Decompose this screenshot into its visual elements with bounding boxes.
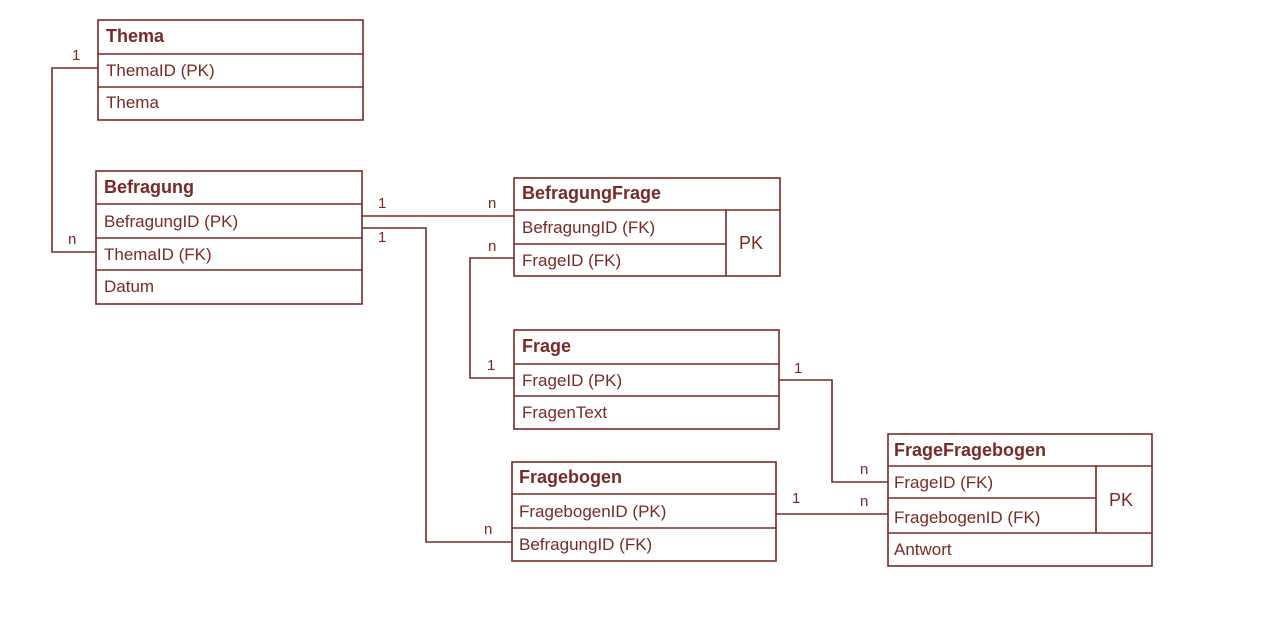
card-frage-befragungfrage-1: 1	[487, 357, 495, 374]
field-fragebogen-fragebogenid: FragebogenID (PK)	[519, 502, 666, 521]
field-befragung-befragungid: BefragungID (PK)	[104, 212, 238, 231]
entity-title-frage: Frage	[522, 336, 571, 356]
field-thema-themaid: ThemaID (PK)	[106, 61, 215, 80]
field-fragefragebogen-frageid: FrageID (FK)	[894, 473, 993, 492]
relation-frage-befragungfrage	[469, 257, 514, 379]
card-befragung-befragungfrage-n: n	[488, 195, 496, 212]
entity-title-fragefragebogen: FrageFragebogen	[894, 440, 1046, 460]
relations	[51, 67, 888, 543]
relation-thema-befragung	[51, 67, 98, 253]
composite-pk-label: PK	[739, 233, 763, 253]
composite-pk-label: PK	[1109, 490, 1133, 510]
field-frage-fragentext: FragenText	[522, 403, 607, 422]
entity-fragefragebogen: FrageFragebogen FrageID (FK) FragebogenI…	[887, 433, 1153, 567]
field-thema-thema: Thema	[106, 93, 159, 112]
field-frage-frageid: FrageID (PK)	[522, 371, 622, 390]
entity-title-befragungfrage: BefragungFrage	[522, 183, 661, 203]
field-befragung-themaid: ThemaID (FK)	[104, 245, 212, 264]
card-frage-fragefragebogen-n: n	[860, 461, 868, 478]
card-befragung-fragebogen-1: 1	[378, 229, 386, 246]
card-fragebogen-fragefragebogen-n: n	[860, 493, 868, 510]
card-thema-befragung-n: n	[68, 231, 76, 248]
relation-befragung-fragebogen	[362, 227, 512, 543]
entity-befragungfrage: BefragungFrage BefragungID (FK) FrageID …	[513, 177, 781, 277]
field-fragefragebogen-fragebogenid: FragebogenID (FK)	[894, 508, 1040, 527]
field-befragungfrage-befragungid: BefragungID (FK)	[522, 218, 655, 237]
card-befragung-befragungfrage-1: 1	[378, 195, 386, 212]
entity-fragebogen: Fragebogen FragebogenID (PK) BefragungID…	[511, 461, 777, 562]
card-thema-befragung-1: 1	[72, 47, 80, 64]
field-befragungfrage-frageid: FrageID (FK)	[522, 251, 621, 270]
cardinalities: 1 n 1 n 1 n 1 n 1 n 1 n	[68, 47, 868, 538]
card-frage-fragefragebogen-1: 1	[794, 360, 802, 377]
field-fragefragebogen-antwort: Antwort	[894, 540, 952, 559]
card-fragebogen-fragefragebogen-1: 1	[792, 490, 800, 507]
card-befragung-fragebogen-n: n	[484, 521, 492, 538]
card-frage-befragungfrage-n: n	[488, 238, 496, 255]
entity-title-thema: Thema	[106, 26, 165, 46]
relation-frage-fragefragebogen	[779, 379, 888, 483]
entity-thema: Thema ThemaID (PK) Thema	[97, 19, 364, 121]
entity-frage: Frage FrageID (PK) FragenText	[513, 329, 780, 430]
entity-title-befragung: Befragung	[104, 177, 194, 197]
entity-title-fragebogen: Fragebogen	[519, 467, 622, 487]
entity-befragung: Befragung BefragungID (PK) ThemaID (FK) …	[95, 170, 363, 305]
field-fragebogen-befragungid: BefragungID (FK)	[519, 535, 652, 554]
field-befragung-datum: Datum	[104, 277, 154, 296]
